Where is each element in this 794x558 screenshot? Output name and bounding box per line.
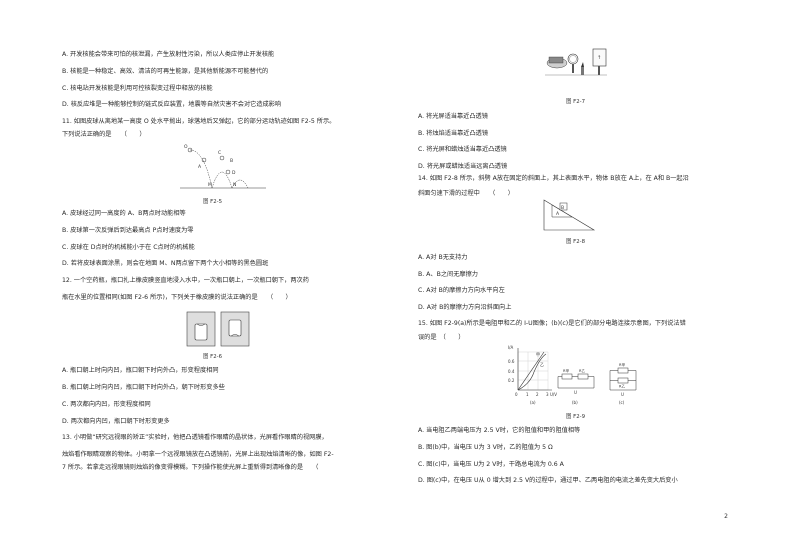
q11-option-d: D. 若将皮球表面涂黑，则会在地面 M、N两点留下两个大小相等的黑色圆斑: [62, 260, 269, 267]
q11-stem-line1: 11. 如图皮球从离地某一高度 O 处水平抛出，球落地后又弹起，它的部分运动轨迹…: [62, 118, 336, 125]
q14-stem-line2: 斜面匀速下滑的过程中 （ ）: [418, 190, 514, 197]
q10-option-c: C. 核电站开发核能是利用可控核裂变过程中释放的核能: [62, 85, 213, 92]
q12-stem-line2: 瓶在水里的位置相同(如图 F2-6 所示)，下列关于橡皮膜的说法正确的是 （ ）: [62, 294, 292, 301]
q15-ytick-06: 0.6: [508, 359, 515, 364]
q15-iu-graph: I/A U/V 0.6 0.4 0.2 0 1 2 3 甲 乙 (a): [508, 345, 557, 405]
q15-ytick-04: 0.4: [508, 369, 515, 374]
q11-label-a: A: [198, 164, 202, 170]
q15-sub-a: (a): [530, 400, 536, 405]
q15-stem-line2: 误的是 （ ）: [418, 334, 465, 341]
q11-option-b: B. 皮球第一次反弹后到达最高点 P点时速度为零: [62, 227, 194, 234]
q14-label-a: A: [556, 211, 560, 217]
q12-figure-caption: 图 F2-6: [203, 354, 223, 360]
q15-c-r1: R甲: [619, 362, 625, 367]
q12-option-c: C. 两次都向内凹，形变程度相同: [62, 401, 151, 408]
q15-figure-caption: 图 F2-9: [566, 414, 586, 420]
q14-figure-caption: 图 F2-8: [566, 239, 586, 245]
q12-option-a: A. 瓶口朝上时向内凹，瓶口朝下时向外凸，形变程度相同: [62, 367, 219, 374]
q14-figure-incline: B A: [543, 199, 596, 231]
q11-label-c: C: [218, 150, 221, 156]
page-number: 2: [724, 513, 728, 520]
q15-option-a: A. 当电阻乙两端电压为 2.5 V时，它的阻值和甲的阻值相等: [418, 427, 581, 434]
q12-stem-line1: 12. 一个空药瓶，瓶口扎上橡皮膜竖直地浸入水中，一次瓶口朝上，一次瓶口朝下，两…: [62, 277, 309, 284]
q10-option-b: B. 核能是一种稳定、高效、清洁的可再生能源，是其他新能源不可能替代的: [62, 68, 269, 75]
q13-figure-optical-bench: ↑: [545, 48, 607, 76]
q14-option-b: B. A、B之间无摩擦力: [418, 271, 478, 278]
q15-xtick-3: 3: [546, 392, 549, 397]
q15-b-r2: R乙: [579, 368, 585, 373]
q11-figure-ball-trajectory: O A B C D M N: [180, 144, 266, 189]
q11-label-n: N: [233, 182, 236, 188]
q10-option-d: D. 核反应堆是一种能够控制的链式反应装置，地震等自然灾害不会对它造成影响: [62, 101, 282, 108]
q13-figure-caption: 图 F2-7: [566, 99, 586, 105]
q15-series-jia: 甲: [536, 352, 540, 357]
q15-sub-b: (b): [572, 400, 578, 405]
q15-xtick-0: 0: [515, 392, 518, 397]
q11-option-a: A. 皮球经过同一高度的 A、B两点时动能相等: [62, 210, 186, 217]
q13-stem-line3: 7 所示。若拿走远视眼镜则烛焰的像变得模糊。下列操作能使光屏上重新得到清晰像的是…: [62, 464, 319, 471]
q13-option-a: A. 将光屏适当靠近凸透镜: [418, 113, 488, 120]
q15-circuit-parallel: R甲 R乙 U (c): [609, 362, 637, 405]
q13-option-c: C. 将光屏和蜡烛适当靠近凸透镜: [418, 146, 507, 153]
q15-xlabel: U/V: [550, 392, 557, 397]
q15-option-d: D. 图(c)中，在电压 U从 0 增大到 2.5 V的过程中，通过甲、乙两电阻…: [418, 477, 678, 484]
q12-figure-bottles-in-water: [186, 311, 250, 347]
q15-figure-iu-graph-and-circuits: I/A U/V 0.6 0.4 0.2 0 1 2 3 甲 乙 (a): [508, 345, 637, 405]
q14-stem-line1: 14. 如图 F2-8 所示，斜劈 A放在固定的斜面上，其上表面水平，物体 B放…: [418, 175, 689, 182]
q14-label-b: B: [561, 205, 564, 211]
q12-option-d: D. 两次都向内凹，瓶口朝下时形变更多: [62, 418, 170, 425]
q14-option-c: C. A对 B的摩擦力方向水平向左: [418, 287, 505, 294]
q15-ytick-02: 0.2: [508, 378, 515, 383]
q13-stem-line1: 13. 小明做“研究远视眼的矫正”实验时，他把凸透镜看作眼睛的晶状体，光屏看作眼…: [62, 434, 328, 441]
q15-option-b: B. 图(b)中，当电压 U为 3 V时，乙的阻值为 5 Ω: [418, 444, 553, 451]
q13-option-b: B. 将烛焰适当靠近凸透镜: [418, 130, 489, 137]
q15-circuit-series: R甲 R乙 U (b): [557, 368, 595, 405]
q15-c-r2: R乙: [619, 384, 625, 389]
q11-stem-line2: 下列说法正确的是 （ ）: [62, 131, 146, 138]
q15-c-u: U: [621, 392, 624, 397]
q11-label-d: D: [232, 170, 236, 176]
q15-series-yi: 乙: [540, 361, 544, 367]
q13-option-d: D. 将光屏或蜡烛适当远离凸透镜: [418, 163, 508, 170]
q11-label-m: M: [208, 182, 212, 188]
q15-stem-line1: 15. 如图 F2-9(a)所示是电阻甲和乙的 I-U图像；(b)(c)是它们的…: [418, 320, 686, 327]
q11-option-c: C. 皮球在 D点时的机械能小于在 C点时的机械能: [62, 244, 195, 251]
q15-sub-c: (c): [619, 400, 625, 405]
q15-ylabel: I/A: [508, 345, 514, 350]
svg-text:↑: ↑: [597, 55, 601, 61]
q15-xtick-1: 1: [526, 392, 529, 397]
q11-figure-caption: 图 F2-5: [203, 199, 223, 205]
q13-stem-line2: 烛焰看作眼睛观察的物体。小明拿一个远视眼镜放在凸透镜前，光屏上出现烛焰清晰的像，…: [62, 451, 334, 458]
q11-label-o: O: [184, 144, 188, 150]
q15-b-r1: R甲: [563, 368, 569, 373]
q15-option-c: C. 图(c)中，当电压 U为 2 V时，干路总电流为 0.6 A: [418, 461, 564, 468]
q10-option-a: A. 开发核能会带来可怕的核泄漏，产生放射性污染，所以人类应停止开发核能: [62, 51, 275, 58]
q12-option-b: B. 瓶口朝上时向内凹，瓶口朝下时向外凸，朝下时形变多些: [62, 384, 225, 391]
q14-option-a: A. A对 B无支持力: [418, 254, 468, 261]
q14-option-d: D. A对 B的摩擦力方向沿斜面向上: [418, 304, 512, 311]
q11-label-b: B: [230, 158, 233, 164]
q15-b-u: U: [574, 390, 577, 395]
q15-xtick-2: 2: [536, 392, 539, 397]
